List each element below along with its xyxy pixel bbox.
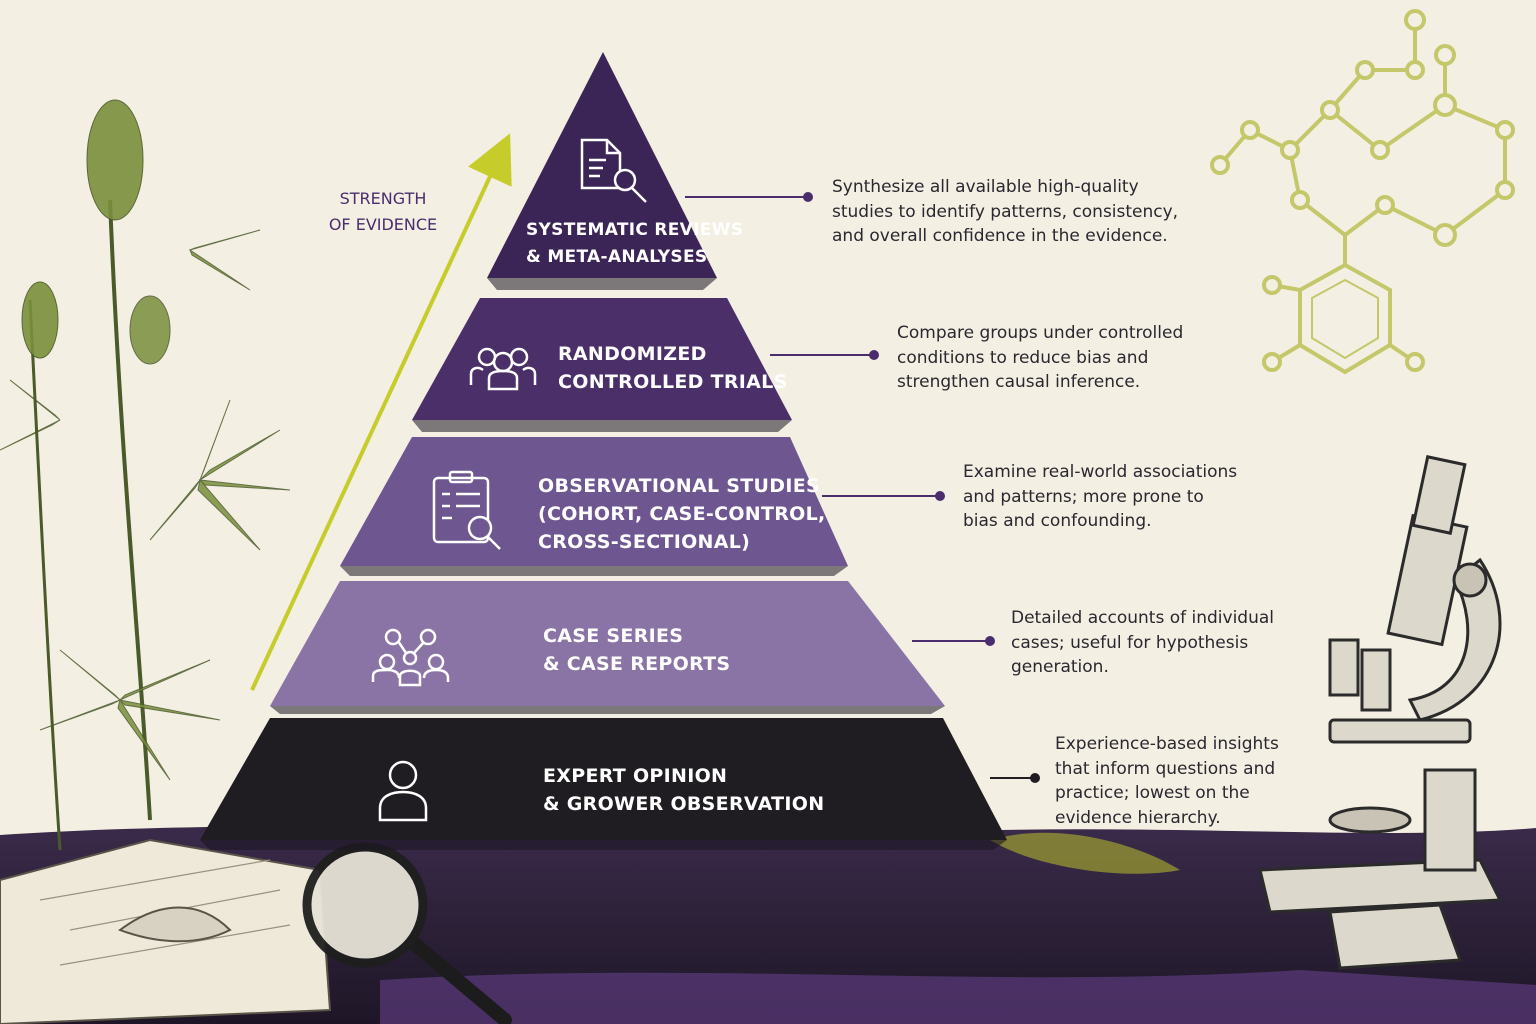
tier-3-label: OBSERVATIONAL STUDIES (COHORT, CASE-CONT… — [538, 472, 826, 556]
tier-3-description-line: Examine real-world associations — [963, 462, 1238, 482]
person-icon — [378, 760, 428, 822]
tier-4-description-line: generation. — [1011, 657, 1109, 677]
strength-of-evidence-label: STRENGTH OF EVIDENCE — [318, 186, 448, 238]
tier-2-label: RANDOMIZED CONTROLLED TRIALS — [558, 340, 788, 396]
connector-dot-5 — [1030, 773, 1040, 783]
tier-2-description: Compare groups under controlled conditio… — [897, 321, 1183, 395]
clipboard-search-icon — [432, 470, 501, 550]
tier-4-description-line: Detailed accounts of individual — [1011, 608, 1275, 628]
tier-4-label-line: CASE SERIES — [543, 625, 684, 647]
tier-4-label-line: & CASE REPORTS — [543, 653, 731, 675]
document-search-icon — [580, 138, 647, 203]
tier-5-description-line: that inform questions and — [1055, 758, 1276, 779]
tier-5-description-line: evidence hierarchy. — [1055, 807, 1221, 828]
tier-3-label-line: CROSS-SECTIONAL) — [538, 531, 751, 553]
tier-2-description-line: conditions to reduce bias and — [897, 347, 1149, 368]
tier-5-label-line: EXPERT OPINION — [543, 765, 728, 787]
tier-4-edge — [270, 706, 945, 714]
arrow-label-line: OF EVIDENCE — [328, 215, 438, 234]
tier-2-description-line: strengthen causal inference. — [897, 372, 1141, 392]
tier-2-label-line: CONTROLLED TRIALS — [558, 371, 788, 393]
tier-1-edge — [487, 278, 717, 290]
tier-3-description-line: bias and confounding. — [963, 511, 1152, 531]
tier-1-description: Synthesize all available high-quality st… — [832, 175, 1178, 249]
connector-dot-3 — [935, 491, 945, 501]
tier-3-edge — [340, 566, 848, 576]
tier-5-description-line: Experience-based insights — [1055, 734, 1279, 754]
tier-3-label-line: OBSERVATIONAL STUDIES — [538, 475, 820, 497]
tier-1 — [487, 52, 717, 278]
tier-5-label-line: & GROWER OBSERVATION — [543, 793, 825, 815]
tier-4 — [270, 581, 945, 706]
tier-5-label: EXPERT OPINION & GROWER OBSERVATION — [543, 762, 824, 818]
tier-3 — [340, 437, 848, 566]
microscope-icon — [1258, 455, 1503, 970]
notebook-icon — [0, 838, 332, 1024]
tier-5-description-line: practice; lowest on the — [1055, 783, 1250, 803]
tier-5-description: Experience-based insights that inform qu… — [1055, 732, 1279, 830]
arrow-label-line: STRENGTH — [339, 189, 427, 208]
pyramid — [200, 52, 1007, 850]
magnifying-glass-icon — [302, 842, 512, 1024]
tier-5-edge — [200, 840, 1007, 850]
tier-4-description: Detailed accounts of individual cases; u… — [1011, 606, 1274, 680]
cannabis-plant-icon — [0, 99, 291, 851]
tier-2-edge — [412, 420, 792, 432]
strength-arrow — [250, 133, 512, 691]
tier-3-description-line: and patterns; more prone to — [963, 486, 1204, 507]
connector-dot-4 — [985, 636, 995, 646]
network-people-icon — [371, 628, 450, 687]
tier-3-description: Examine real-world associations and patt… — [963, 460, 1237, 534]
connectors — [685, 192, 1040, 783]
tier-5 — [200, 718, 1007, 840]
tier-1-label-line: & META-ANALYSES — [526, 247, 708, 267]
tier-2-description-line: Compare groups under controlled — [897, 323, 1184, 343]
tier-1-description-line: Synthesize all available high-quality — [832, 177, 1139, 197]
tier-1-label: SYSTEMATIC REVIEWS & META-ANALYSES — [526, 217, 744, 271]
tier-2-label-line: RANDOMIZED — [558, 343, 707, 365]
connector-dot-1 — [803, 192, 813, 202]
tier-4-description-line: cases; useful for hypothesis — [1011, 632, 1249, 653]
tier-4-label: CASE SERIES & CASE REPORTS — [543, 622, 730, 678]
tier-1-label-line: SYSTEMATIC REVIEWS — [526, 220, 744, 240]
tier-3-label-line: (COHORT, CASE-CONTROL, — [538, 503, 826, 525]
tier-1-description-line: and overall confidence in the evidence. — [832, 226, 1168, 246]
molecule-icon — [1210, 9, 1515, 375]
group-icon — [469, 347, 537, 391]
tier-1-description-line: studies to identify patterns, consistenc… — [832, 201, 1179, 222]
connector-dot-2 — [869, 350, 879, 360]
